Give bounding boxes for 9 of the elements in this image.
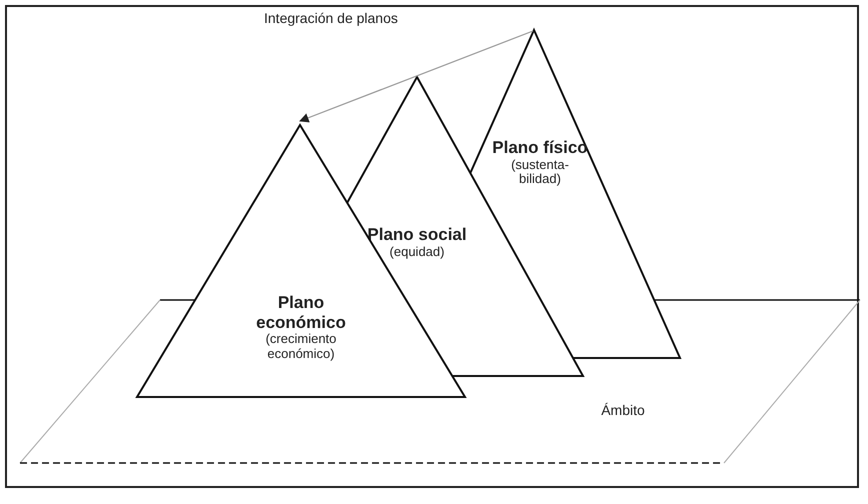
arrow xyxy=(299,30,534,122)
plane-title: Plano económico xyxy=(255,293,347,332)
plane-title: Plano físico xyxy=(491,138,589,158)
plane-subtitle: (equidad) xyxy=(388,244,446,260)
plane-subtitle: (sustenta-bilidad) xyxy=(510,158,570,188)
plane-title: Plano social xyxy=(367,225,467,245)
plane-subtitle: (crecimiento económico) xyxy=(264,332,338,362)
edge-label: Integración de planos xyxy=(262,10,400,26)
area-label: Ámbito xyxy=(600,402,646,418)
